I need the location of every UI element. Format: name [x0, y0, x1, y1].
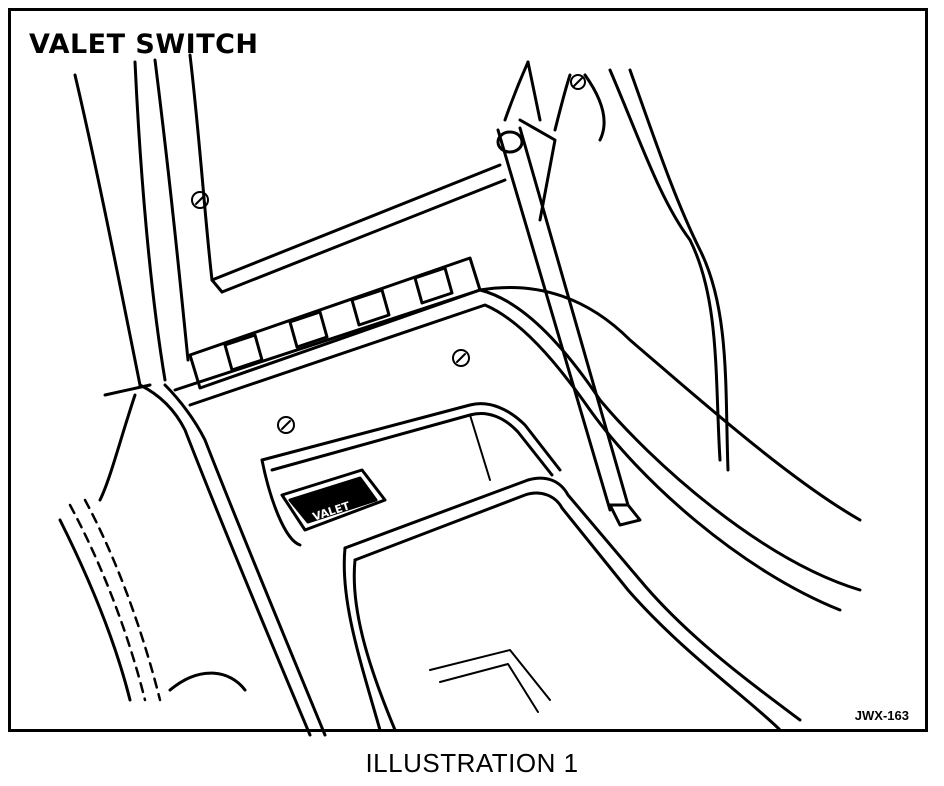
- support-strut: [496, 126, 642, 527]
- armrest-lid: [73, 53, 507, 387]
- console-tray: [260, 402, 802, 732]
- console-body: [103, 286, 862, 737]
- valet-switch: VALET: [280, 468, 387, 532]
- figure-code: JWX-163: [854, 708, 909, 723]
- figure-title: VALET SWITCH: [29, 29, 259, 60]
- screws: [277, 349, 470, 434]
- figure-caption: ILLUSTRATION 1: [365, 748, 579, 778]
- door-panel: [503, 60, 730, 472]
- left-trim: [58, 393, 247, 702]
- console-line-drawing: VALET: [58, 53, 862, 737]
- illustration-frame: VALET SWITCH JWX-163: [8, 8, 928, 732]
